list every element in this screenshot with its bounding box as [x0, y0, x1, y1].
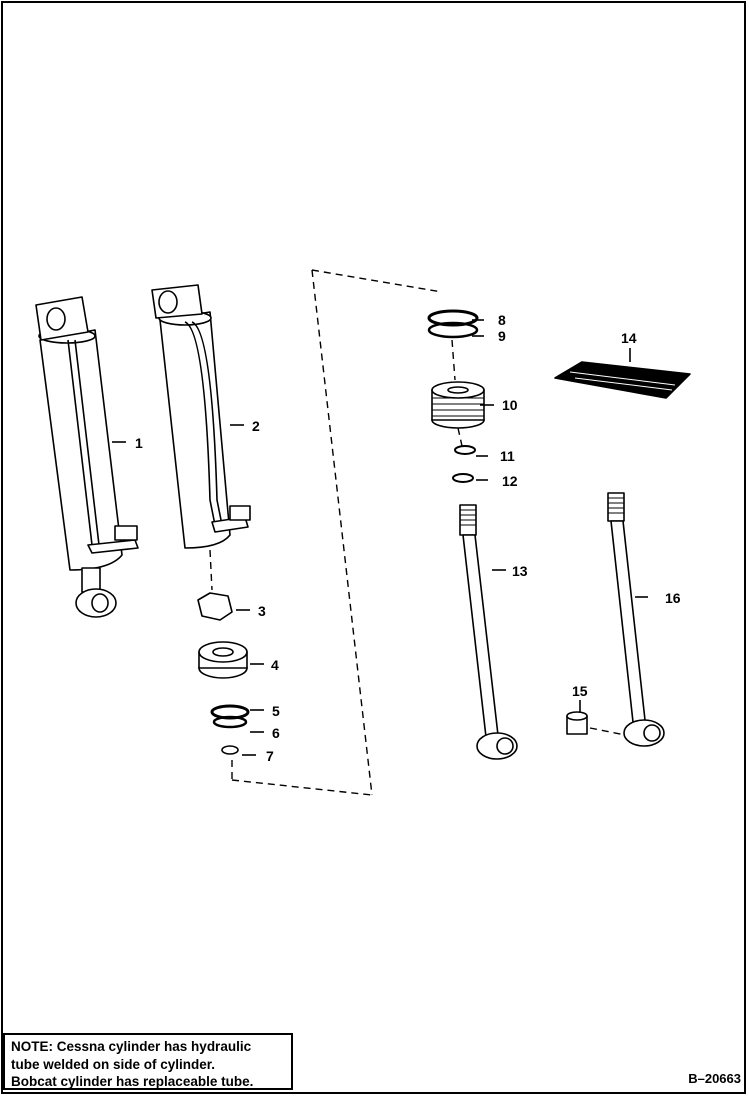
oring-7-drawing: [221, 745, 239, 755]
strip-14-drawing: [554, 361, 691, 399]
part-label-9: 9: [498, 328, 506, 344]
ring-12-drawing: [452, 473, 474, 483]
leader-lines: [112, 319, 648, 756]
note-line: NOTE: Cessna cylinder has hydraulic: [11, 1039, 252, 1054]
part-label-12: 12: [502, 473, 518, 489]
part-label-7: 7: [266, 748, 274, 764]
rod-16-drawing: [607, 492, 665, 747]
note-box: NOTE: Cessna cylinder has hydraulic tube…: [3, 1033, 293, 1090]
assembly-dashed-lines: [209, 269, 626, 796]
bushing-15-drawing: [566, 711, 588, 735]
part-label-13: 13: [512, 563, 528, 579]
washer-11-drawing: [454, 445, 476, 455]
part-label-1: 1: [135, 435, 143, 451]
part-label-3: 3: [258, 603, 266, 619]
ring-9-drawing: [427, 321, 479, 339]
part-label-4: 4: [271, 657, 279, 673]
piston-10-drawing: [431, 381, 485, 429]
part-label-6: 6: [272, 725, 280, 741]
rod-13-drawing: [459, 504, 518, 760]
ring-6-drawing: [212, 715, 248, 729]
part-label-16: 16: [665, 590, 681, 606]
note-line: Bobcat cylinder has replaceable tube.: [11, 1074, 254, 1089]
nut-3-drawing: [197, 592, 233, 621]
ring-8-drawing: [427, 309, 479, 327]
part-label-2: 2: [252, 418, 260, 434]
part-label-10: 10: [502, 397, 518, 413]
figure-reference: B–20663: [688, 1071, 741, 1086]
part-label-15: 15: [572, 683, 588, 699]
part-label-14: 14: [621, 330, 637, 346]
part-labels: 1 2 3 4 5 6 7 8 9 10 11 12 13 14 15 16: [135, 312, 681, 764]
part-label-8: 8: [498, 312, 506, 328]
cylinder-1-drawing: [35, 296, 139, 618]
part-label-5: 5: [272, 703, 280, 719]
note-line: tube welded on side of cylinder.: [11, 1056, 216, 1072]
part-label-11: 11: [500, 448, 515, 464]
gland-4-drawing: [198, 641, 248, 679]
cylinder-2-drawing: [151, 284, 251, 549]
